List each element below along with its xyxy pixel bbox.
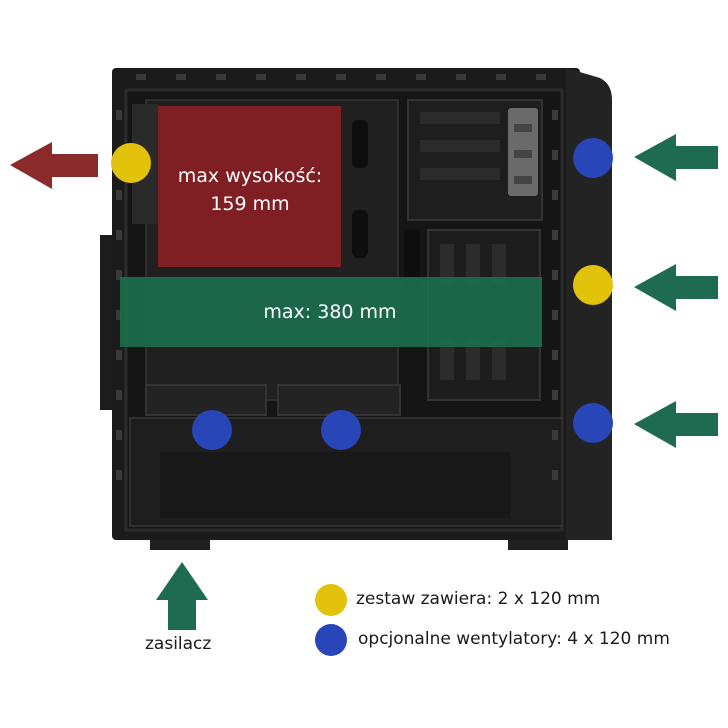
cable-grommet: [352, 120, 368, 168]
legend-optional-marker-icon: [315, 624, 347, 656]
cage-vent: [492, 244, 506, 284]
case-foot-right: [508, 540, 568, 550]
intake-arrow-icon: [634, 401, 718, 448]
exhaust-arrow-icon: [10, 142, 98, 189]
rear-fan-included-marker-icon: [111, 143, 151, 183]
drive-bay-latch: [514, 124, 532, 132]
psu-shroud-panel: [160, 452, 510, 518]
legend-included-marker-icon: [315, 584, 347, 616]
drive-bay-slot: [420, 168, 500, 180]
gpu-length-zone: [120, 277, 542, 347]
frame-holes: [116, 74, 558, 480]
bottom-fan-optional-marker-icon: [321, 410, 361, 450]
drive-bay-latch: [514, 176, 532, 184]
gpu-length-label: max: 380 mm: [263, 301, 397, 323]
drive-bay-slot: [420, 112, 500, 124]
drive-bay-latch: [514, 150, 532, 158]
cooler-height-label: max wysokość: 159 mm: [177, 165, 323, 215]
cage-vent: [492, 340, 506, 380]
legend-included-text: zestaw zawiera: 2 x 120 mm: [356, 589, 601, 609]
bottom-fan-optional-marker-icon: [192, 410, 232, 450]
intake-arrow-icon: [634, 134, 718, 181]
cable-grommet: [352, 210, 368, 258]
psu-intake-arrow-icon: [156, 562, 208, 630]
cable-grommet: [404, 230, 420, 290]
bottom-fan-right: [277, 384, 401, 416]
bottom-fan-left: [145, 384, 267, 416]
cooler-height-zone: [158, 106, 341, 267]
drive-bay-slot: [420, 140, 500, 152]
cage-vent: [466, 340, 480, 380]
front-fan-included-marker-icon: [573, 265, 613, 305]
case-foot-left: [150, 540, 210, 550]
cage-vent: [440, 340, 454, 380]
front-fan-optional-marker-icon: [573, 138, 613, 178]
intake-arrow-icon: [634, 264, 718, 311]
legend-optional-text: opcjonalne wentylatory: 4 x 120 mm: [358, 629, 670, 649]
cage-vent: [440, 244, 454, 284]
front-fan-optional-marker-icon: [573, 403, 613, 443]
psu-label: zasilacz: [145, 634, 212, 654]
cage-vent: [466, 244, 480, 284]
